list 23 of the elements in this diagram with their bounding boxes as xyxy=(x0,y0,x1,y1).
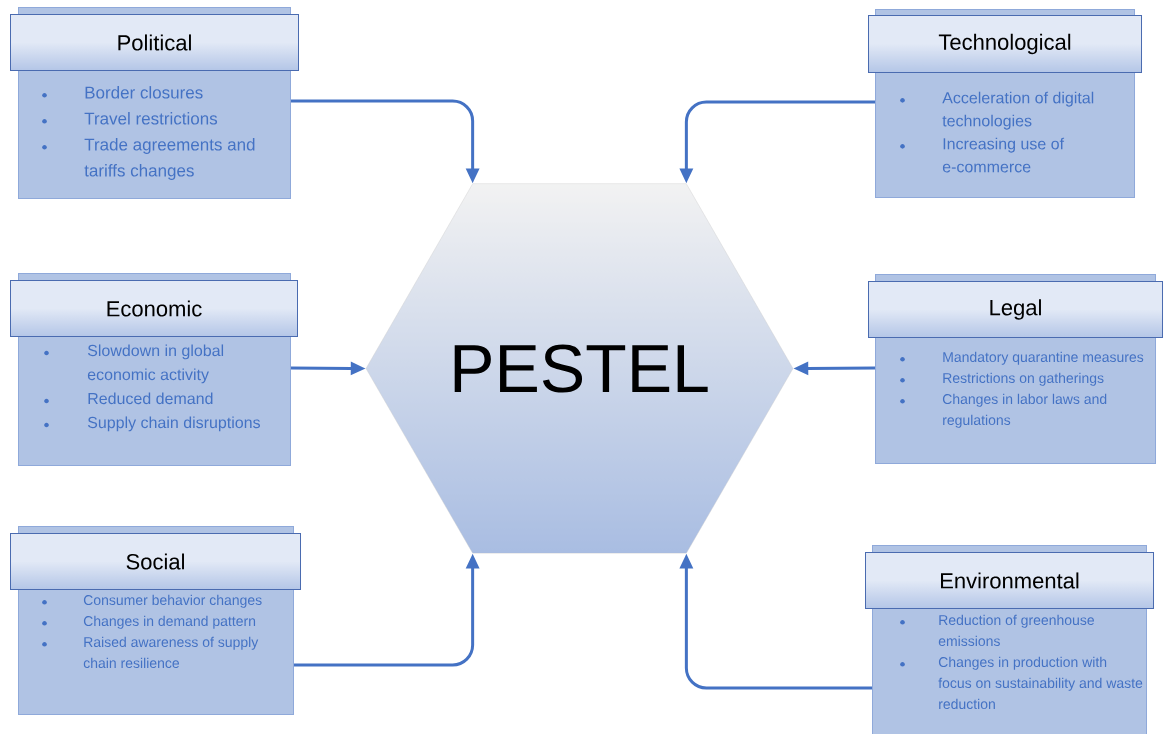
list-item: Mandatory quarantine measures xyxy=(943,351,1144,365)
list-item: Border closures xyxy=(85,86,203,99)
card-header: Economic xyxy=(10,280,298,337)
list-item: Reduction of greenhouse emissions xyxy=(938,614,1094,647)
list-item: Trade agreements and tariffs changes xyxy=(84,138,255,180)
card-header: Social xyxy=(10,533,301,590)
card-header: Legal xyxy=(868,281,1163,338)
card-header: Environmental xyxy=(865,552,1154,609)
list-item: Changes in labor laws and regulations xyxy=(942,393,1107,428)
card-header: Political xyxy=(10,14,299,71)
list-item: Supply chain disruptions xyxy=(87,416,260,432)
list-item: Travel restrictions xyxy=(84,112,218,125)
list-item: Restrictions on gatherings xyxy=(943,372,1104,386)
hexagon: PESTEL xyxy=(365,183,794,554)
list-item: Increasing use of e-commerce xyxy=(942,137,1065,173)
list-item: Changes in production with focus on sustainability and waste reduction xyxy=(938,656,1143,710)
list-item: Slowdown in global economic activity xyxy=(87,344,224,384)
list-item: Reduced demand xyxy=(88,392,213,405)
list-item: Raised awareness of supply chain resilience xyxy=(83,636,259,669)
list-item: Changes in demand pattern xyxy=(83,615,256,629)
list-item: Acceleration of digital technologies xyxy=(942,91,1094,130)
card-header: Technological xyxy=(868,15,1142,73)
list-item: Consumer behavior changes xyxy=(83,594,262,608)
